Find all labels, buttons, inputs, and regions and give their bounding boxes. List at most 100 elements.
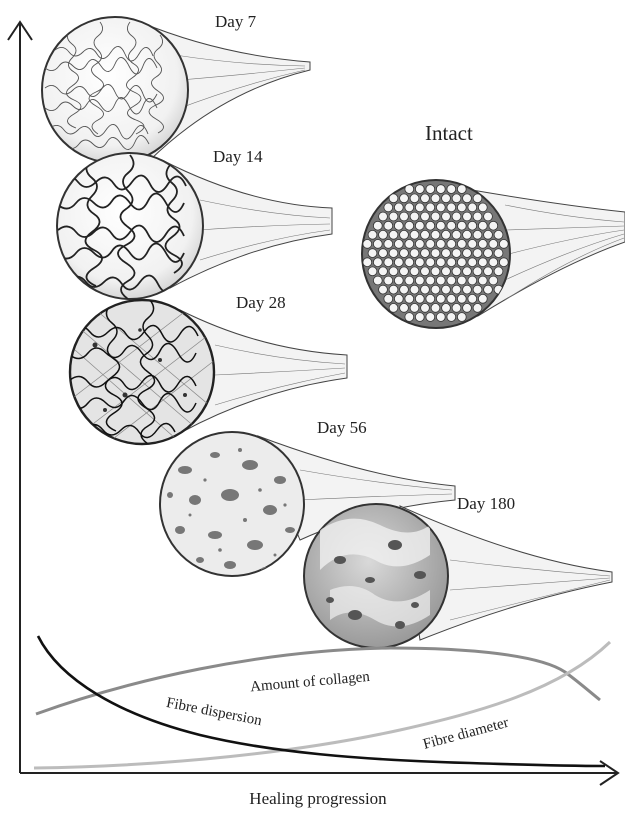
fibre-bundle [426,276,435,285]
cross-section-day56 [160,432,304,576]
fibre-bundle [379,285,388,294]
fibre-bundle [384,240,393,249]
x-axis-label: Healing progression [249,789,387,808]
fibre-bundle [426,294,435,303]
fibre-bundle [468,276,477,285]
fibre-bundle [442,230,451,239]
fibre-bundle [457,258,466,267]
label-fibre-dispersion: Fibre dispersion [165,695,264,729]
fibre-bundle [415,185,424,194]
fibre-bundle [394,258,403,267]
fibre-bundle [368,267,377,276]
fibre-bundle [384,294,393,303]
fibre-bundle [373,221,382,230]
fibre-bundle [473,304,482,313]
fibre-bundle [410,194,419,203]
fibre-bundle [468,258,477,267]
fibre-bundle [478,276,487,285]
fibre-bundle [415,203,424,212]
fibre-bundle [473,212,482,221]
fibre-bundle [436,276,445,285]
fibre-bundle [426,185,435,194]
fibre-bundle [494,230,503,239]
fibre-bundle [400,212,409,221]
fibre-bundle [473,194,482,203]
fibre-bundle [457,276,466,285]
fibre-bundle [484,267,493,276]
fibre-bundle [442,285,451,294]
fibre-bundle [389,267,398,276]
fibre-bundle [379,249,388,258]
fibre-bundle [426,313,435,322]
fibre-bundle [452,267,461,276]
cross-section-day14 [57,153,203,299]
fibre-bundle [415,313,424,322]
fibre-bundle [415,276,424,285]
fibre-bundle [489,258,498,267]
fibre-bundle [384,221,393,230]
fibre-bundle [494,249,503,258]
fibre-bundle [473,249,482,258]
fibre-bundle [436,313,445,322]
fibre-bundle [426,258,435,267]
fibre-bundle [410,249,419,258]
fibre-bundle [463,194,472,203]
fibre-bundle [389,212,398,221]
fibre-bundle [405,221,414,230]
fibre-bundle [468,221,477,230]
fibre-bundle [447,185,456,194]
fibre-bundle [452,230,461,239]
fibre-bundle [463,249,472,258]
fibre-bundle [447,294,456,303]
fibre-bundle [463,267,472,276]
cross-section-day28 [70,300,215,460]
fibre-bundle [447,258,456,267]
fibre-bundle [431,230,440,239]
fibre-bundle [368,249,377,258]
fibre-bundle [442,267,451,276]
fibre-bundle [442,304,451,313]
fibre-bundle [389,230,398,239]
fibre-bundle [421,230,430,239]
fibre-bundle [463,230,472,239]
fibre-bundle [394,294,403,303]
cross-section-day7 [42,17,188,163]
fibre-bundle [431,194,440,203]
fibre-bundle [405,258,414,267]
fibre-bundle [436,294,445,303]
fibre-bundle [436,203,445,212]
fibre-bundle [400,249,409,258]
fibre-bundle [478,221,487,230]
fibre-bundle [457,240,466,249]
fibre-bundle [421,249,430,258]
fibre-bundle [436,258,445,267]
fibre-bundle [415,221,424,230]
fibre-bundle [389,304,398,313]
cross-section-intact [362,180,510,328]
fibre-bundle [447,203,456,212]
fibre-bundle [452,304,461,313]
fibre-bundle [400,230,409,239]
fibre-bundle [457,294,466,303]
fibre-bundle [463,304,472,313]
fibre-bundle [431,304,440,313]
fibre-bundle [489,240,498,249]
fibre-bundle [410,285,419,294]
fibre-bundle [405,313,414,322]
fibre-bundle [431,267,440,276]
fibre-bundle [494,267,503,276]
fibre-bundle [452,194,461,203]
fibre-bundle [373,240,382,249]
fibre-bundle [394,203,403,212]
fibre-bundle [368,230,377,239]
fibre-bundle [394,276,403,285]
fibre-bundle [389,249,398,258]
fibre-bundle [384,258,393,267]
fibre-bundle [484,212,493,221]
fibre-bundle [405,203,414,212]
fibre-bundle [447,276,456,285]
fibre-bundle [489,221,498,230]
label-day7: Day 7 [215,12,257,31]
fibre-bundle [489,276,498,285]
